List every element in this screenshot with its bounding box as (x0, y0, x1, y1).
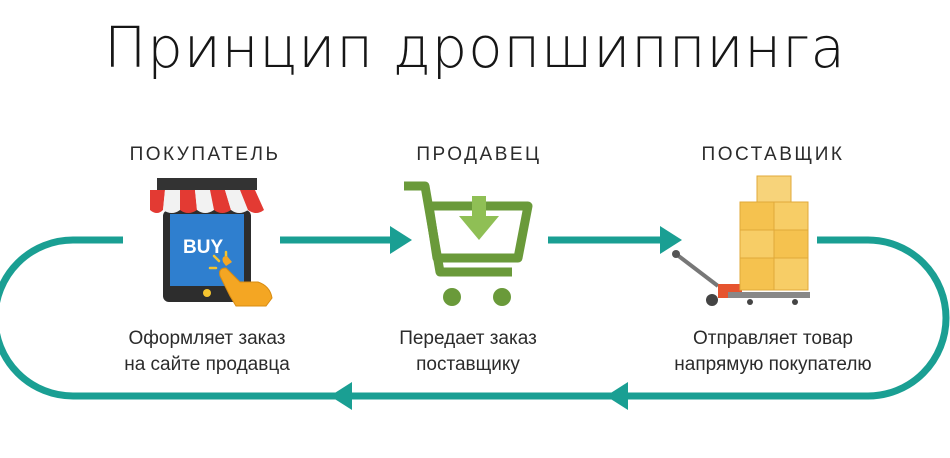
shopping-cart-icon (404, 181, 533, 306)
arrow-right-1 (390, 226, 412, 254)
pallet-boxes-icon (672, 175, 810, 306)
stage-desc-seller: Передает заказ поставщику (318, 326, 618, 378)
shop-phone-icon: BUY (150, 178, 273, 307)
arrow-left-2 (330, 382, 352, 410)
role-label-supplier: ПОСТАВЩИК (701, 144, 845, 165)
role-label-seller: ПРОДАВЕЦ (416, 144, 542, 165)
stage-desc-seller-line2: поставщику (416, 354, 520, 375)
role-label-buyer: ПОКУПАТЕЛЬ (129, 144, 281, 165)
arrow-right-2 (660, 226, 682, 254)
stage-desc-buyer-line1: Оформляет заказ (128, 328, 286, 349)
arrowheads (330, 226, 682, 410)
flow-loop (0, 236, 950, 400)
stage-desc-supplier-line2: напрямую покупателю (674, 354, 872, 375)
stage-desc-buyer: Оформляет заказ на сайте продавца (57, 326, 357, 378)
page-title: Принцип дропшиппинга (104, 16, 846, 81)
arrow-left-1 (606, 382, 628, 410)
loop-top-left (0, 236, 950, 400)
buy-label: BUY (183, 237, 223, 258)
stage-desc-supplier-line1: Отправляет товар (693, 328, 853, 349)
stage-desc-supplier: Отправляет товар напрямую покупателю (623, 326, 923, 378)
stage-desc-buyer-line2: на сайте продавца (124, 354, 290, 375)
stage-desc-seller-line1: Передает заказ (399, 328, 537, 349)
